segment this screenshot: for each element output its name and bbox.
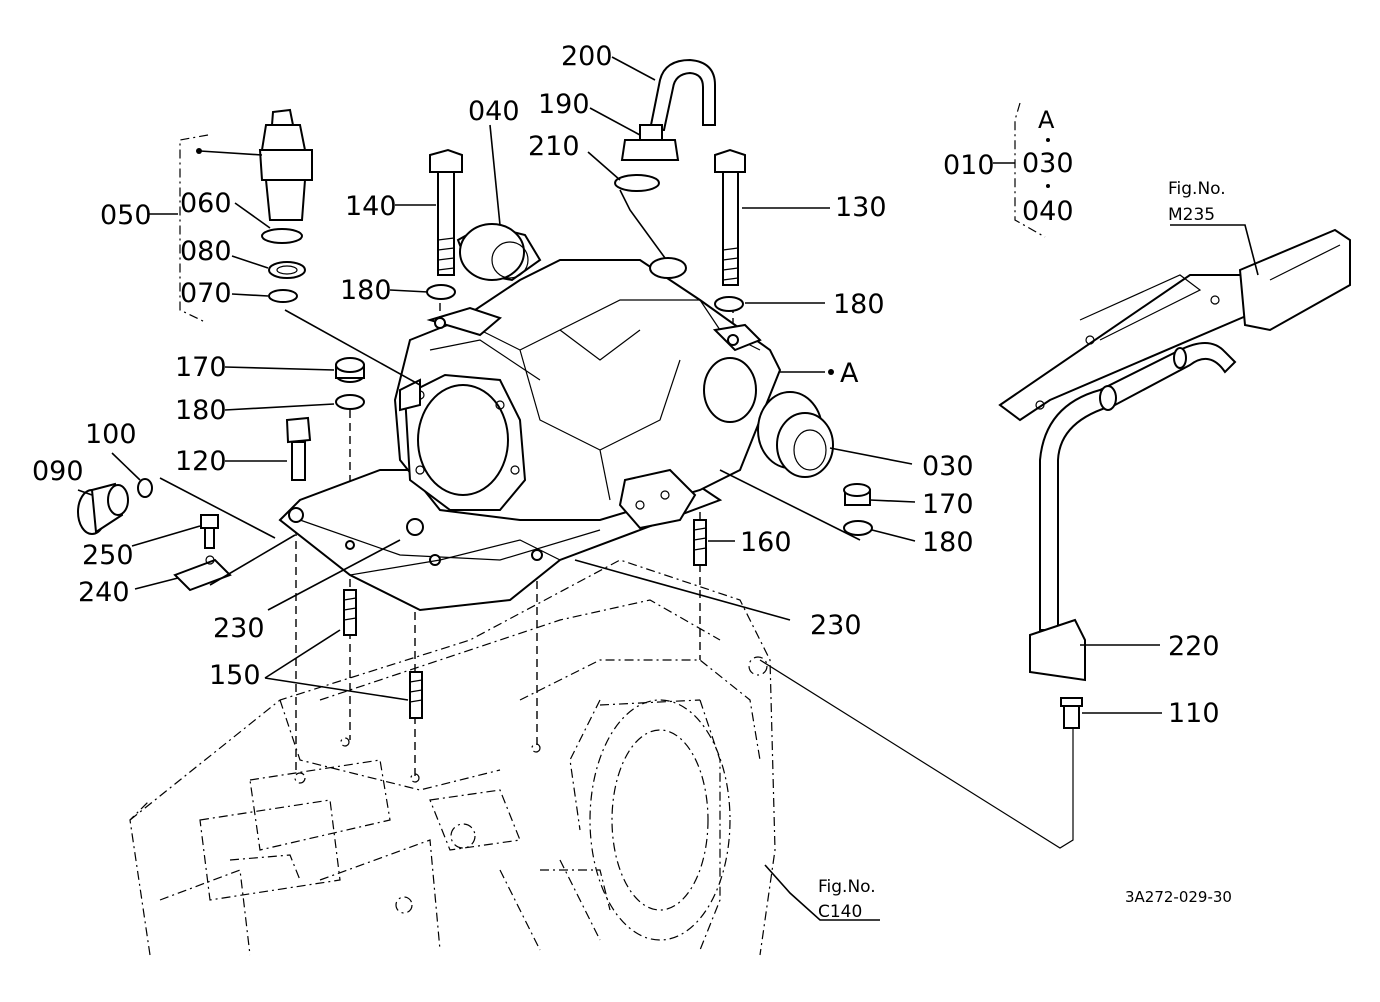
callout-170-left: 170 [175,352,227,383]
nut-170a [335,357,365,383]
callout-230-left: 230 [213,613,265,644]
leader-lines [77,56,1259,921]
bolt-120 [285,416,312,481]
pipe-220-assembly [998,228,1351,729]
bracket-240 [173,555,232,592]
ref-m235-line1: Fig.No. [1168,179,1226,199]
washer-180d [843,520,873,536]
callout-180-top-left: 180 [340,275,392,306]
ref-m235-line2: M235 [1168,205,1215,225]
callout-130: 130 [835,192,887,223]
callout-090: 090 [32,456,84,487]
callout-120: 120 [175,446,227,477]
callout-A: A [840,358,859,389]
callout-060: 060 [180,188,232,219]
relief-valve-assembly [179,108,313,323]
callout-050: 050 [100,200,152,231]
callout-180-right: 180 [922,527,974,558]
drawing-code: 3A272-029-30 [1125,888,1232,906]
fitting-part [620,124,680,161]
hose-part [648,58,716,131]
plug-090 [77,482,129,535]
callout-070: 070 [180,278,232,309]
callout-170-right: 170 [922,489,974,520]
ref-c140-line2: C140 [818,902,862,922]
set-group-main: 010 [943,150,995,181]
set-group: 010 A 030 040 [943,106,1074,227]
callout-160: 160 [740,527,792,558]
washer-180c [335,394,365,410]
o-ring-210 [614,174,660,192]
callout-230-right: 230 [810,610,862,641]
stud-150b [409,671,423,719]
callout-220: 220 [1168,631,1220,662]
callout-080: 080 [180,236,232,267]
callout-210: 210 [528,131,580,162]
callout-140: 140 [345,191,397,222]
callout-100: 100 [85,419,137,450]
callout-250: 250 [82,540,134,571]
callout-180-left: 180 [175,395,227,426]
stud-150a [343,589,357,636]
ref-c140-line1: Fig.No. [818,877,876,897]
callout-190: 190 [538,89,590,120]
nut-170b [843,483,871,506]
callout-labels: 200 190 210 040 140 130 050 060 080 070 … [32,41,1220,729]
o-ring-100 [137,478,153,498]
hydraulic-cylinder-case-drawing [278,257,782,612]
gasket-230 [348,539,562,611]
callout-150: 150 [209,660,261,691]
callout-040: 040 [468,96,520,127]
callout-030: 030 [922,451,974,482]
bolt-130 [714,148,746,286]
bushing-030 [757,391,834,478]
set-group-item-040: 040 [1022,196,1074,227]
washer-180a [426,284,456,300]
callout-240: 240 [78,577,130,608]
washer-180b [714,296,744,312]
bolt-140 [429,148,463,276]
transmission-case-drawing [129,559,776,956]
callout-200: 200 [561,41,613,72]
callout-180-top-right: 180 [833,289,885,320]
figure-refs: Fig.No. M235 Fig.No. C140 [818,179,1226,922]
screw-250 [200,514,219,549]
set-group-item-a: A [1038,106,1055,134]
stud-160 [693,519,707,566]
callout-110: 110 [1168,698,1220,729]
bushing-040 [456,223,542,282]
set-group-item-030: 030 [1022,148,1074,179]
